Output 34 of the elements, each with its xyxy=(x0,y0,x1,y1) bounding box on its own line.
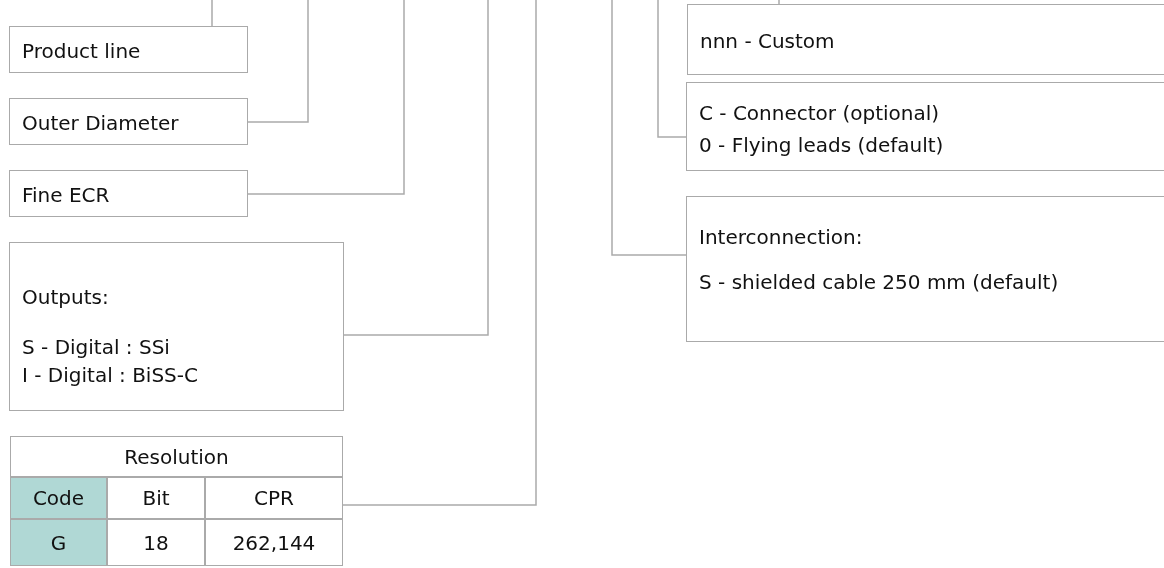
resolution-table xyxy=(10,436,343,566)
connector-line xyxy=(778,0,780,5)
column-header: CPR xyxy=(205,477,343,519)
code-option-box xyxy=(687,4,1164,75)
column-header: Code xyxy=(10,477,107,519)
code-option-box xyxy=(9,98,248,145)
option-text: 0 - Flying leads (default) xyxy=(699,133,944,157)
connector-line xyxy=(247,0,405,195)
connector-line xyxy=(611,0,687,256)
connector-line xyxy=(342,0,537,506)
connector-line xyxy=(657,0,687,138)
connector-line xyxy=(343,0,489,336)
option-text: nnn - Custom xyxy=(700,29,835,53)
option-text: S - Digital : SSi xyxy=(22,335,170,359)
code-option-box xyxy=(686,82,1164,171)
connector-line xyxy=(247,0,309,123)
option-text: Outputs: xyxy=(22,285,109,309)
table-cell: 18 xyxy=(107,519,205,566)
table-header: Resolution xyxy=(10,436,343,477)
option-text: Interconnection: xyxy=(699,225,863,249)
option-text: Fine ECR xyxy=(22,183,110,207)
code-option-box xyxy=(9,26,248,73)
column-header: Bit xyxy=(107,477,205,519)
table-cell: 262,144 xyxy=(205,519,343,566)
option-text: I - Digital : BiSS-C xyxy=(22,363,198,387)
option-text: S - shielded cable 250 mm (default) xyxy=(699,270,1059,294)
code-option-box xyxy=(9,170,248,217)
code-option-box xyxy=(9,242,344,411)
table-cell: G xyxy=(10,519,107,566)
option-text: Outer Diameter xyxy=(22,111,179,135)
option-text: C - Connector (optional) xyxy=(699,101,940,125)
connector-line xyxy=(211,0,213,27)
option-text: Product line xyxy=(22,39,141,63)
code-option-box xyxy=(686,196,1164,342)
